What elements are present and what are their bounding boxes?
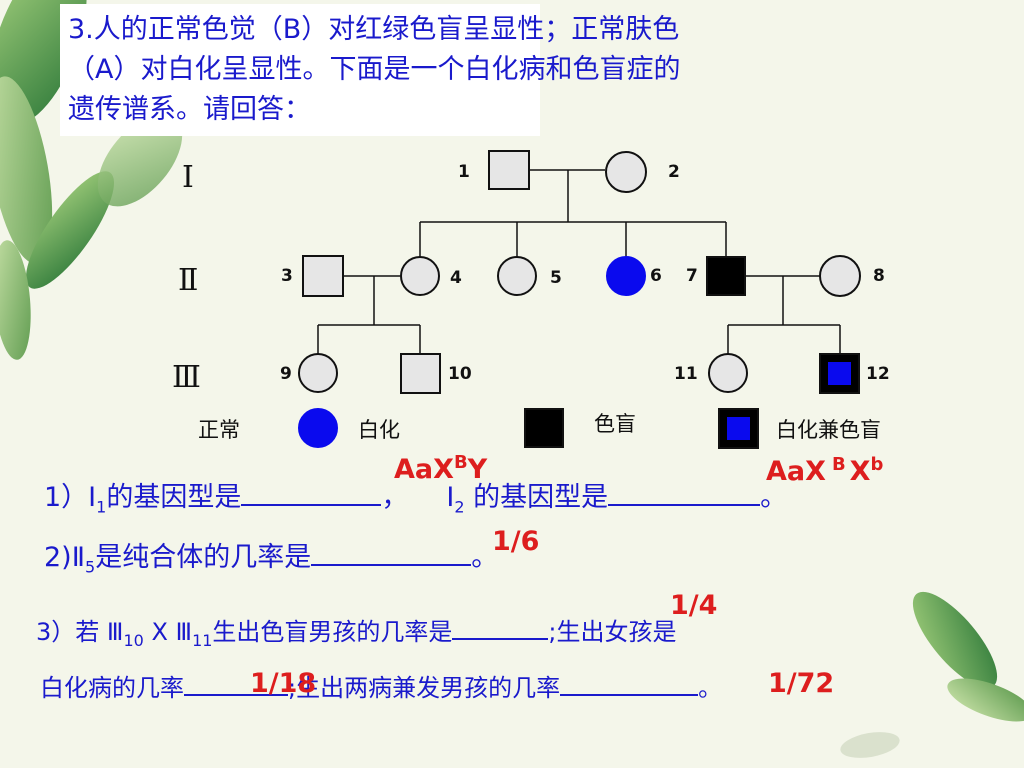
- individual-number-1: 1: [458, 162, 470, 182]
- individual-number-3: 3: [281, 266, 293, 286]
- q3-sub2: 11: [192, 630, 213, 650]
- legend-both-inner: [727, 417, 750, 440]
- individual-number-2: 2: [668, 162, 680, 182]
- q1-answer-2-sup2: b: [870, 454, 884, 475]
- q1-sub2: 2: [454, 497, 465, 517]
- q3-mid2: ;生出女孩是: [548, 618, 677, 646]
- q3-answer-2: 1/18: [250, 668, 317, 699]
- question-2: 2)Ⅱ5是纯合体的几率是 。: [44, 538, 498, 585]
- legend-colorblind-symbol: [524, 408, 564, 448]
- q3-answer-3: 1/72: [768, 668, 835, 699]
- title-line-1: 3.人的正常色觉（B）对红绿色盲呈显性；正常肤色: [68, 14, 680, 45]
- q1-end: 。: [760, 482, 788, 513]
- q3-end: 。: [698, 674, 723, 702]
- q3-blank-1: [452, 612, 549, 640]
- individual-number-8: 8: [873, 266, 885, 286]
- legend-albino-label: 白化: [358, 418, 400, 442]
- q3-sub1: 10: [123, 630, 144, 650]
- legend-normal-label: 正常: [198, 418, 240, 442]
- individual-11-normal-female: [708, 353, 748, 393]
- q2-answer: 1/6: [492, 526, 540, 557]
- q2-blank: [311, 538, 472, 566]
- q1-answer-2-base: AaX: [766, 456, 826, 487]
- q3-x: X Ⅲ: [143, 618, 193, 646]
- legend-colorblind-label: 色盲: [594, 412, 636, 436]
- q1-answer-2-sup: B: [831, 454, 846, 475]
- q1-answer-2-tail: X: [849, 456, 871, 487]
- q1-answer-1: AaXBY: [394, 452, 487, 485]
- individual-number-12: 12: [866, 364, 890, 384]
- q1-answer-1-base: AaX: [394, 454, 454, 485]
- pedigree-lines: [317, 169, 841, 354]
- q2-sub: 5: [85, 557, 96, 577]
- title-line-3: 遗传谱系。请回答：: [68, 94, 311, 125]
- q3-blank-2: [184, 668, 288, 696]
- individual-8-normal-female: [819, 255, 861, 297]
- individual-6-albino-female: [606, 256, 646, 296]
- individual-number-5: 5: [550, 268, 562, 288]
- leaf-cluster-right: [840, 591, 1024, 758]
- individual-1-normal-male: [488, 150, 530, 190]
- q1-blank-2: [608, 478, 761, 506]
- question-title: 3.人的正常色觉（B）对红绿色盲呈显性；正常肤色 （A）对白化呈显性。下面是一个…: [68, 10, 680, 130]
- individual-number-9: 9: [280, 364, 292, 384]
- q3-line2a: 白化病的几率: [40, 674, 184, 702]
- q1-mid1: 的基因型是: [106, 482, 242, 513]
- q3-answer-1: 1/4: [670, 590, 718, 621]
- q1-mid2: 的基因型是: [464, 482, 609, 513]
- q2-mid: 是纯合体的几率是: [95, 542, 312, 573]
- generation-label-3: Ⅲ: [172, 360, 201, 395]
- individual-number-10: 10: [448, 364, 472, 384]
- generation-label-2: Ⅱ: [178, 263, 199, 298]
- title-background: [60, 4, 540, 136]
- q1-answer-1-tail: Y: [467, 454, 488, 485]
- individual-number-6: 6: [650, 266, 662, 286]
- individual-7-colorblind-male: [706, 256, 746, 296]
- q1-blank-1: [241, 478, 382, 506]
- individual-number-4: 4: [450, 268, 462, 288]
- q3-mid1: 生出色盲男孩的几率是: [212, 618, 453, 646]
- question-3-line-1: 3）若 Ⅲ10 X Ⅲ11生出色盲男孩的几率是 ;生出女孩是: [36, 612, 677, 659]
- q1-prefix: 1）Ⅰ: [44, 482, 97, 513]
- individual-number-11: 11: [674, 364, 698, 384]
- individual-12-albino-inner: [828, 362, 851, 385]
- q3-blank-3: [560, 668, 699, 696]
- title-line-2: （A）对白化呈显性。下面是一个白化病和色盲症的: [68, 54, 681, 85]
- individual-number-7: 7: [686, 266, 698, 286]
- q3-prefix: 3）若 Ⅲ: [36, 618, 124, 646]
- q1-answer-1-sup: B: [453, 452, 468, 473]
- leaf-cluster-left: [0, 0, 183, 360]
- q2-end: 。: [471, 542, 499, 573]
- question-1: 1）Ⅰ1的基因型是，Ⅰ2 的基因型是。: [44, 478, 787, 525]
- legend-albino-symbol: [298, 408, 338, 448]
- q1-sub1: 1: [96, 497, 107, 517]
- individual-9-normal-female: [298, 353, 338, 393]
- q1-label2: Ⅰ: [446, 482, 455, 513]
- individual-3-normal-male: [302, 255, 344, 297]
- individual-10-normal-male: [400, 353, 441, 394]
- q3-line2b: ;生出两病兼发男孩的几率: [288, 674, 561, 702]
- question-3-line-2: 白化病的几率 ;生出两病兼发男孩的几率 。: [40, 668, 722, 706]
- generation-label-1: Ⅰ: [182, 160, 194, 195]
- legend-both-label: 白化兼色盲: [776, 418, 881, 442]
- q1-sep: ，: [381, 482, 409, 513]
- individual-4-normal-female: [400, 256, 440, 296]
- individual-5-normal-female: [497, 256, 537, 296]
- individual-2-normal-female: [605, 151, 647, 193]
- q2-prefix: 2)Ⅱ: [44, 542, 86, 573]
